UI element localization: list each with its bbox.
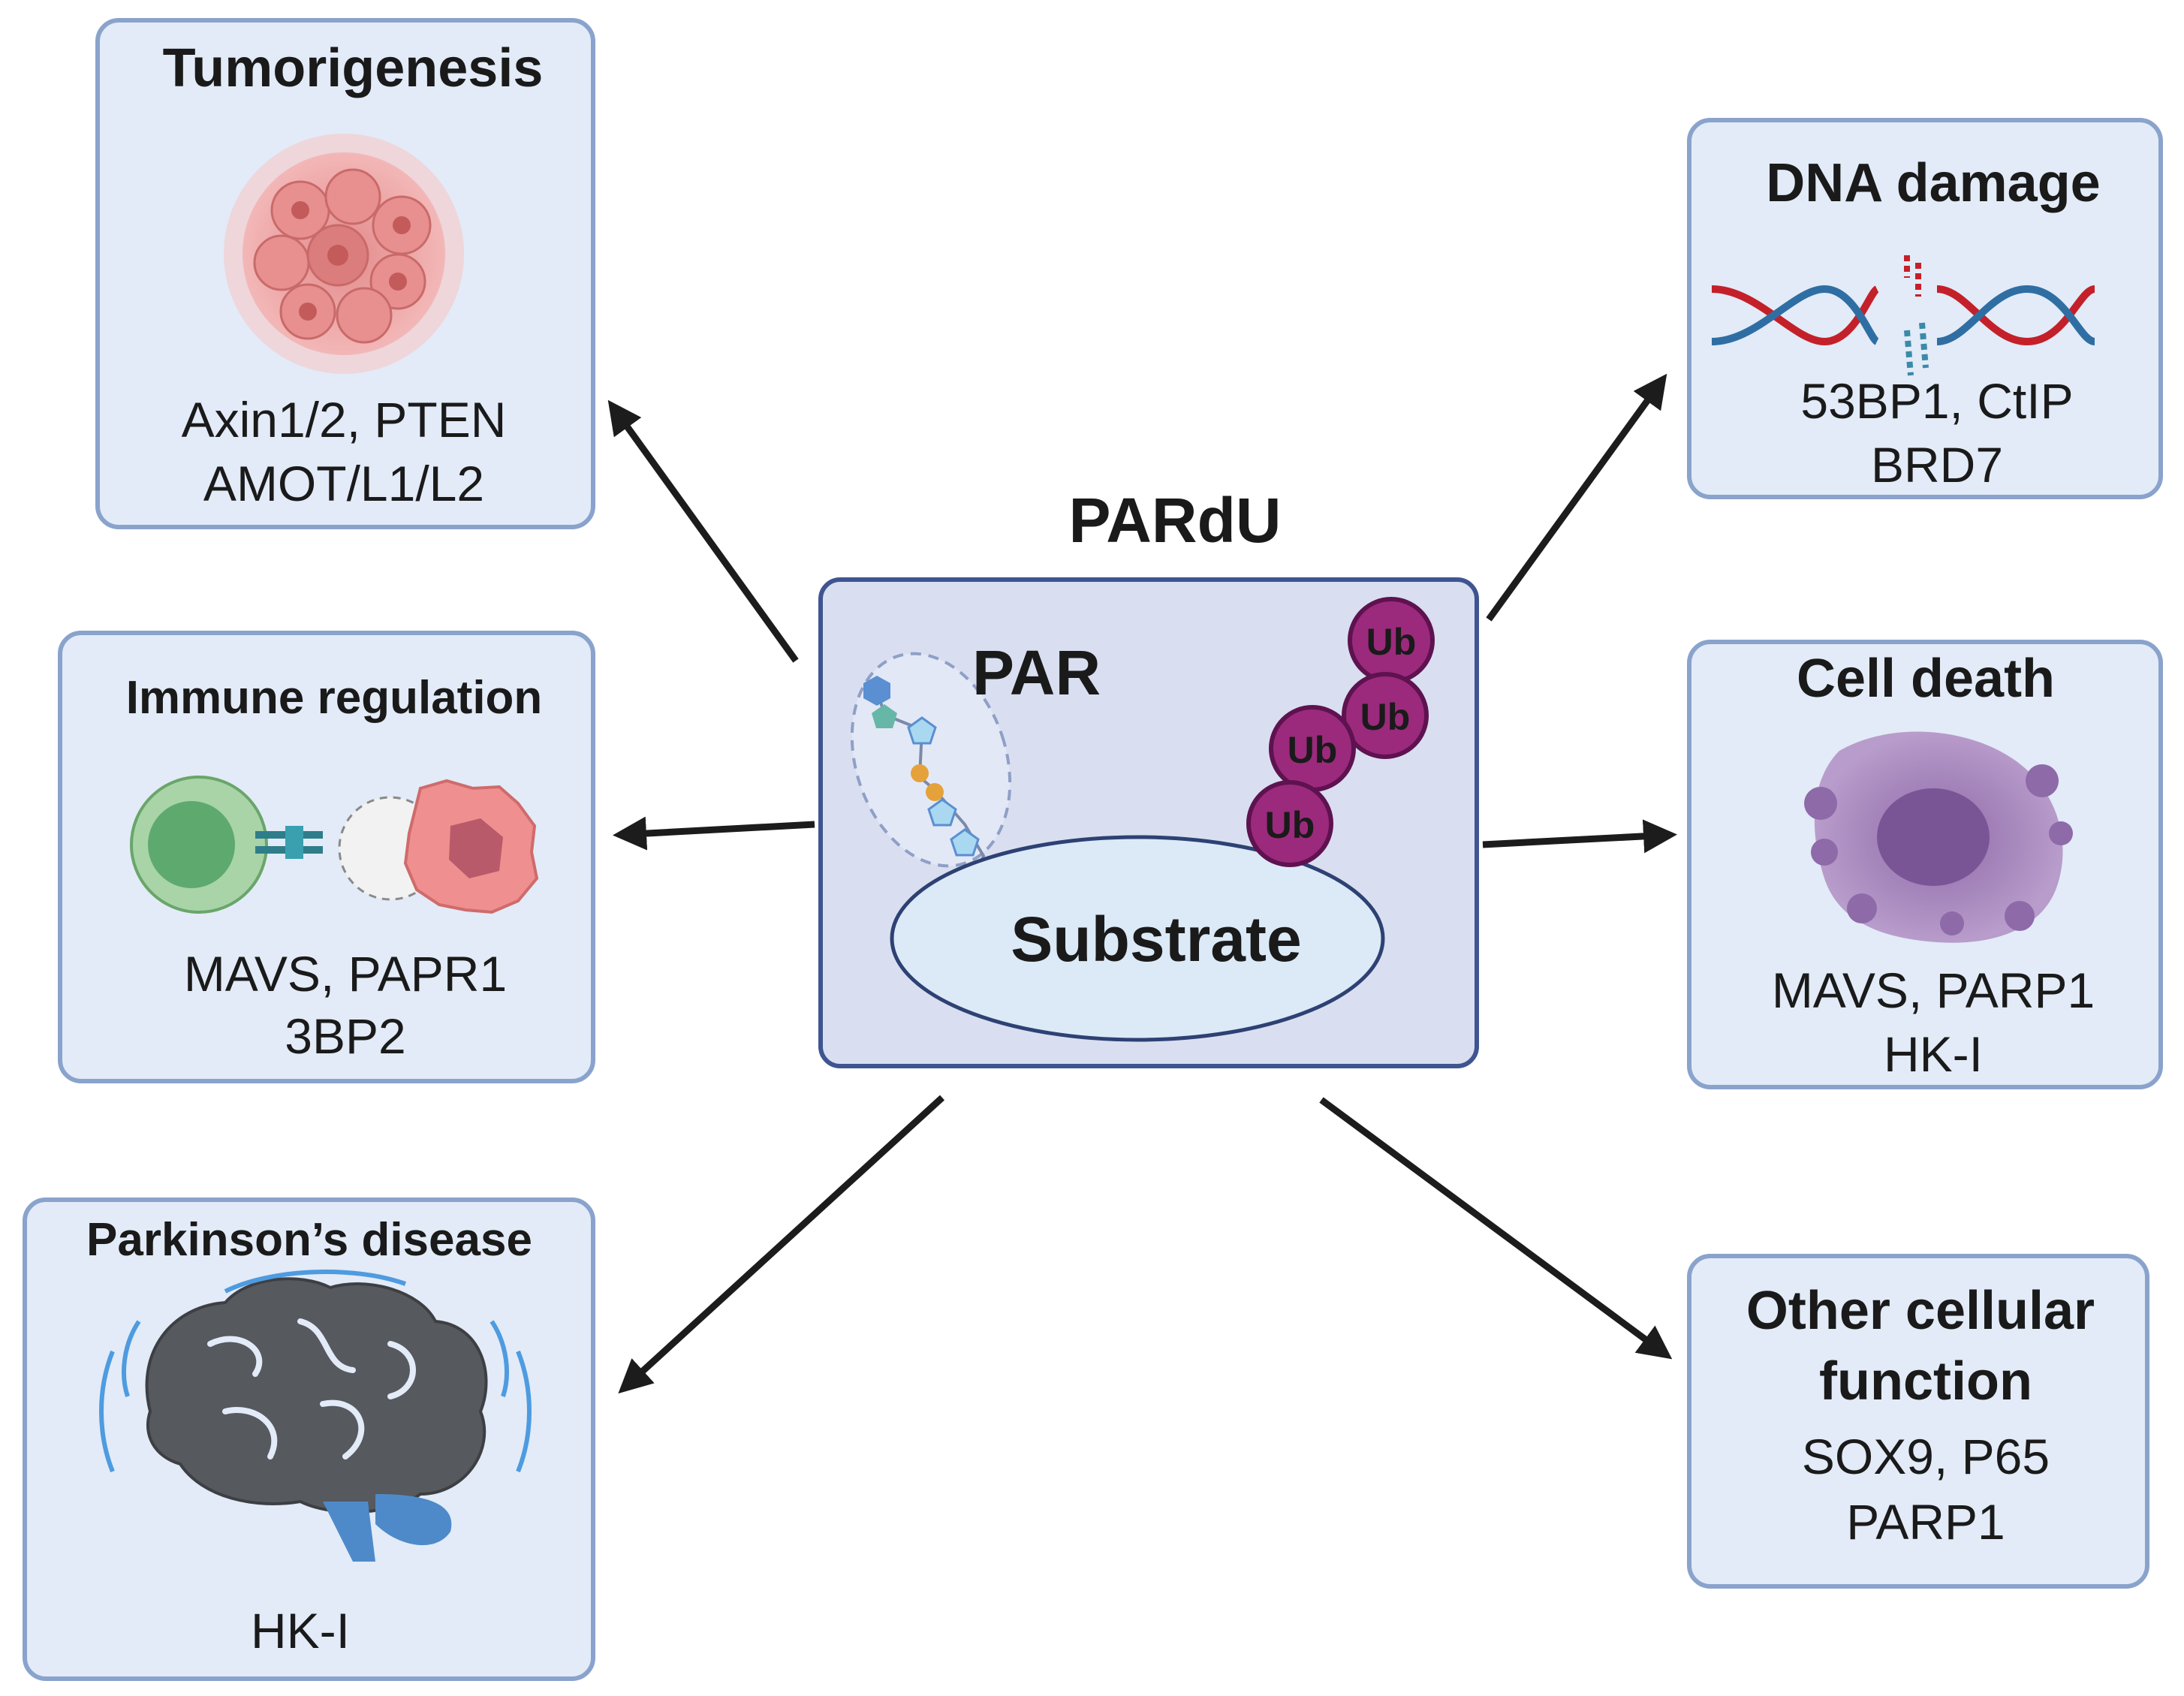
arrow-to-other-function [1319, 1097, 1673, 1360]
ub-label-4: Ub [1265, 804, 1315, 846]
panel-other-function: Other cellular function SOX9, P65 PARP1 [1687, 1254, 2149, 1589]
panel-cell-death: Cell death MAVS, PARP1 HK-I [1687, 640, 2163, 1089]
par-pentagon-2 [907, 716, 937, 745]
arrow-to-cell-death [1482, 819, 1677, 854]
par-hexagon [863, 676, 890, 706]
panel-other-function-box [1687, 1254, 2149, 1589]
par-pentagon-3 [927, 798, 957, 827]
brain-icon [99, 1269, 532, 1562]
center-pardu: PARdU PAR Substrate Ub Ub Ub Ub [818, 485, 1479, 1068]
substrate-ellipse [890, 835, 1385, 1042]
panel-tumorigenesis-title: Tumorigenesis [163, 38, 544, 98]
par-pentagon-4 [950, 828, 980, 857]
par-phosphate-1 [911, 764, 929, 782]
ub-bead-4 [1246, 780, 1333, 867]
ub-label-3: Ub [1288, 729, 1338, 771]
panel-tumorigenesis: Tumorigenesis Axin1/2, PTEN AMOT/L1/L2 [95, 18, 595, 529]
par-chain [850, 652, 1012, 868]
par-pentagon-1 [872, 704, 897, 728]
panel-tumorigenesis-line1: Axin1/2, PTEN [182, 392, 507, 447]
panel-other-function-title-line2: function [1819, 1351, 2032, 1411]
panel-parkinsons-title: Parkinson’s disease [86, 1214, 532, 1266]
par-label: PAR [972, 637, 1101, 708]
panel-dna-damage-line1: 53BP1, CtIP [1800, 373, 2073, 429]
par-chain-outline [850, 652, 1012, 868]
panel-tumorigenesis-line2: AMOT/L1/L2 [203, 456, 484, 511]
panel-dna-damage-box [1687, 118, 2163, 499]
center-title: PARdU [1068, 485, 1281, 556]
arrow-to-parkinsons [618, 1095, 945, 1394]
panel-other-function-line1: SOX9, P65 [1802, 1429, 2050, 1484]
panel-immune-line1: MAVS, PAPR1 [184, 946, 507, 1002]
tumor-cluster-icon [224, 134, 464, 374]
arrow-to-dna-damage [1486, 373, 1667, 622]
panel-other-function-line2: PARP1 [1846, 1494, 2005, 1550]
panel-dna-damage-line2: BRD7 [1871, 437, 2003, 493]
panel-cell-death-line1: MAVS, PARP1 [1772, 962, 2095, 1018]
panel-parkinsons: Parkinson’s disease HK-I [23, 1197, 595, 1681]
panel-dna-damage: DNA damage 53BP1, CtIP BRD7 [1687, 118, 2163, 499]
panel-immune-line2: 3BP2 [285, 1008, 405, 1064]
arrow-to-tumorigenesis [607, 399, 799, 663]
ub-label-2: Ub [1360, 696, 1411, 738]
substrate-label: Substrate [1011, 904, 1301, 975]
panel-immune-box [58, 631, 595, 1083]
panel-dna-damage-title: DNA damage [1766, 153, 2100, 213]
panel-other-function-title-line1: Other cellular [1746, 1281, 2095, 1341]
dna-break-icon [1711, 255, 2096, 376]
ub-label-1: Ub [1366, 621, 1417, 663]
panel-immune-title: Immune regulation [126, 672, 543, 724]
par-phosphate-2 [926, 783, 944, 801]
arrow-to-immune [613, 816, 815, 851]
panel-cell-death-line2: HK-I [1884, 1026, 1983, 1082]
panel-cell-death-title: Cell death [1797, 649, 2055, 709]
immune-synapse-icon [130, 776, 539, 914]
panel-parkinsons-line1: HK-I [251, 1603, 350, 1658]
dying-cell-icon [1804, 731, 2073, 943]
ub-bead-2 [1342, 672, 1429, 759]
arrows [607, 373, 1677, 1394]
panel-immune: Immune regulation MAVS, PAPR1 3BP2 [58, 631, 595, 1083]
ubiquitin-chain: Ub Ub Ub Ub [1246, 597, 1435, 867]
